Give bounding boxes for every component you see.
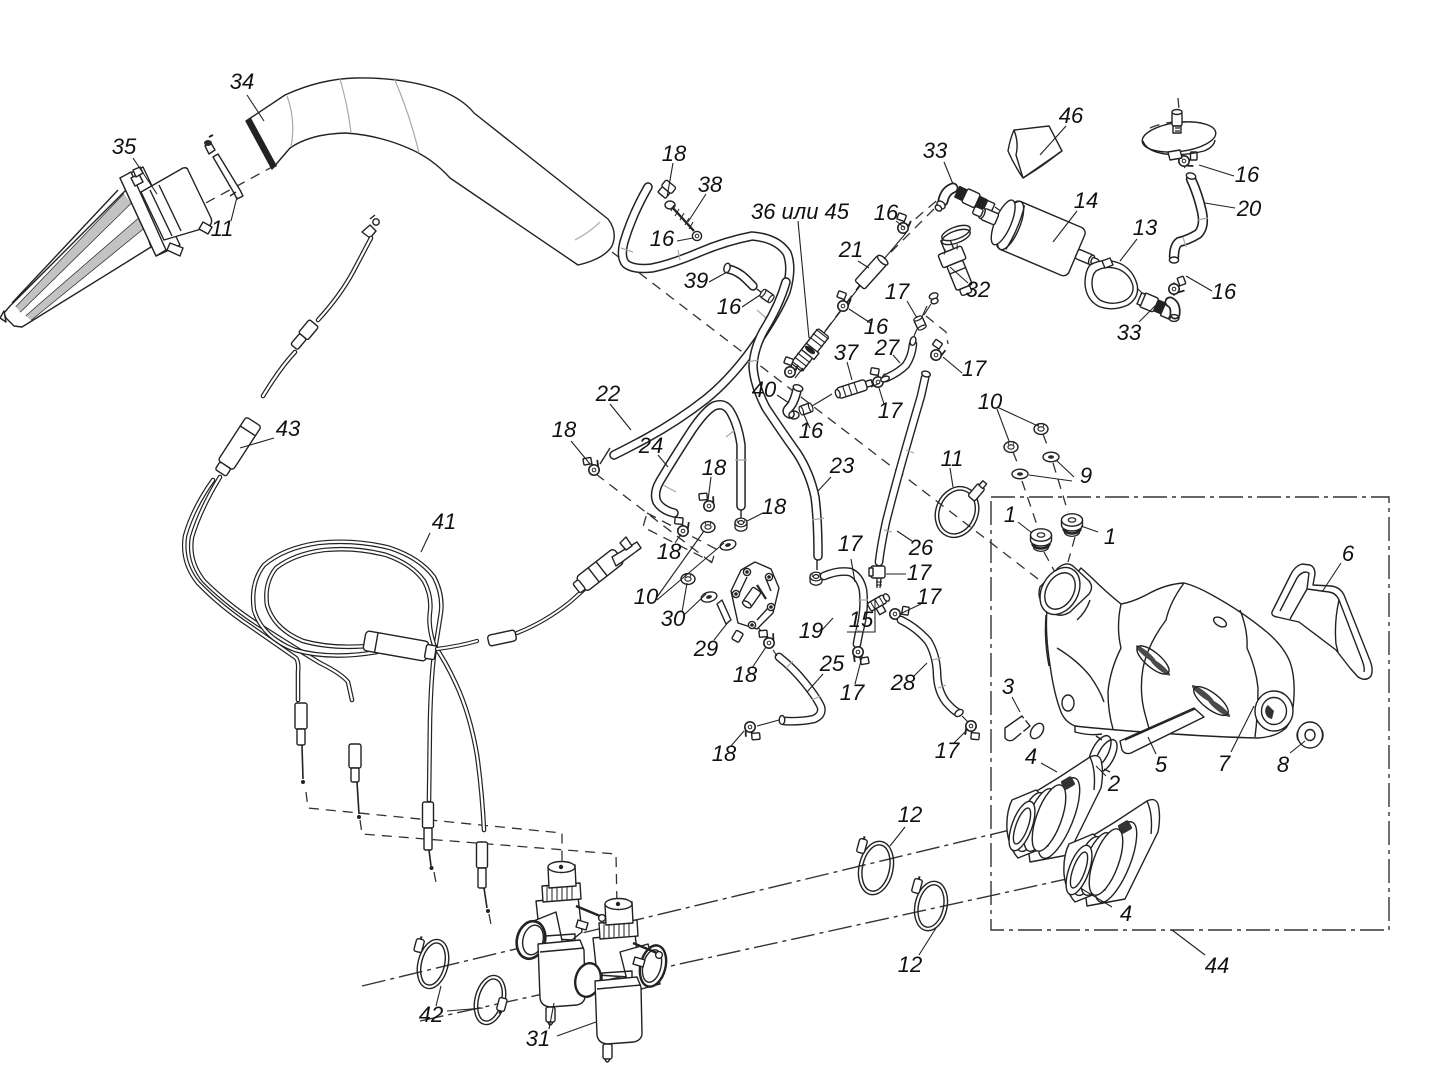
svg-text:43: 43 bbox=[276, 416, 301, 441]
svg-text:13: 13 bbox=[1133, 215, 1158, 240]
svg-text:8: 8 bbox=[1277, 752, 1290, 777]
svg-text:16: 16 bbox=[650, 226, 675, 251]
svg-text:2: 2 bbox=[1107, 771, 1120, 796]
svg-text:12: 12 bbox=[898, 802, 922, 827]
svg-text:21: 21 bbox=[838, 237, 863, 262]
svg-text:16: 16 bbox=[799, 418, 824, 443]
svg-text:41: 41 bbox=[432, 509, 456, 534]
svg-text:18: 18 bbox=[657, 539, 682, 564]
svg-text:23: 23 bbox=[829, 453, 855, 478]
svg-text:16: 16 bbox=[864, 314, 889, 339]
svg-text:16: 16 bbox=[1212, 279, 1237, 304]
svg-text:17: 17 bbox=[838, 531, 863, 556]
svg-text:29: 29 bbox=[693, 636, 718, 661]
svg-text:17: 17 bbox=[935, 738, 960, 763]
svg-text:1: 1 bbox=[1104, 524, 1116, 549]
svg-text:46: 46 bbox=[1059, 103, 1084, 128]
svg-text:36 или 45: 36 или 45 bbox=[751, 199, 850, 224]
svg-text:18: 18 bbox=[662, 141, 687, 166]
svg-text:18: 18 bbox=[712, 741, 737, 766]
svg-text:16: 16 bbox=[717, 294, 742, 319]
svg-text:15: 15 bbox=[849, 607, 874, 632]
svg-text:14: 14 bbox=[1074, 188, 1098, 213]
svg-text:6: 6 bbox=[1342, 541, 1355, 566]
svg-text:38: 38 bbox=[698, 172, 723, 197]
svg-text:11: 11 bbox=[211, 216, 234, 241]
svg-text:24: 24 bbox=[638, 433, 663, 458]
svg-text:33: 33 bbox=[1117, 320, 1142, 345]
svg-text:18: 18 bbox=[552, 417, 577, 442]
svg-text:37: 37 bbox=[834, 340, 859, 365]
svg-text:17: 17 bbox=[917, 584, 942, 609]
svg-text:3: 3 bbox=[1002, 674, 1015, 699]
svg-text:34: 34 bbox=[230, 69, 254, 94]
svg-text:17: 17 bbox=[840, 680, 865, 705]
svg-text:18: 18 bbox=[733, 662, 758, 687]
svg-text:44: 44 bbox=[1205, 953, 1229, 978]
svg-text:18: 18 bbox=[762, 494, 787, 519]
svg-text:7: 7 bbox=[1218, 751, 1231, 776]
svg-text:16: 16 bbox=[874, 200, 899, 225]
svg-text:1: 1 bbox=[1004, 502, 1016, 527]
svg-text:20: 20 bbox=[1236, 196, 1262, 221]
svg-text:25: 25 bbox=[819, 651, 845, 676]
svg-text:17: 17 bbox=[962, 356, 987, 381]
svg-text:10: 10 bbox=[978, 389, 1003, 414]
svg-text:4: 4 bbox=[1120, 901, 1132, 926]
svg-text:17: 17 bbox=[907, 560, 932, 585]
svg-text:4: 4 bbox=[1025, 744, 1037, 769]
svg-text:11: 11 bbox=[941, 446, 964, 471]
svg-text:17: 17 bbox=[878, 398, 903, 423]
svg-text:32: 32 bbox=[966, 277, 990, 302]
svg-text:35: 35 bbox=[112, 134, 137, 159]
svg-text:28: 28 bbox=[890, 670, 916, 695]
svg-text:30: 30 bbox=[661, 606, 686, 631]
svg-text:27: 27 bbox=[874, 335, 900, 360]
svg-text:17: 17 bbox=[885, 279, 910, 304]
svg-text:33: 33 bbox=[923, 138, 948, 163]
svg-text:5: 5 bbox=[1155, 752, 1168, 777]
svg-text:9: 9 bbox=[1080, 463, 1092, 488]
svg-text:40: 40 bbox=[752, 377, 777, 402]
svg-text:26: 26 bbox=[908, 535, 934, 560]
svg-text:18: 18 bbox=[702, 455, 727, 480]
svg-text:39: 39 bbox=[684, 268, 708, 293]
svg-text:10: 10 bbox=[634, 584, 659, 609]
svg-text:22: 22 bbox=[595, 381, 620, 406]
svg-text:16: 16 bbox=[1235, 162, 1260, 187]
svg-text:19: 19 bbox=[799, 618, 823, 643]
svg-text:31: 31 bbox=[526, 1026, 550, 1051]
svg-text:12: 12 bbox=[898, 952, 922, 977]
svg-text:42: 42 bbox=[419, 1002, 443, 1027]
